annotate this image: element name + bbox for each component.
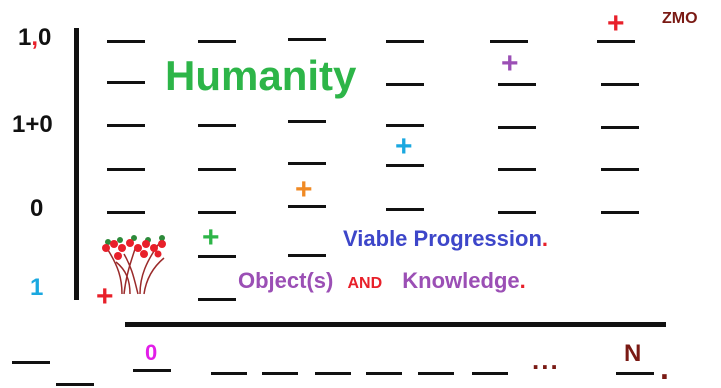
grid-dash bbox=[601, 83, 639, 86]
grid-dash bbox=[288, 254, 326, 257]
bottom-dash bbox=[315, 372, 351, 375]
knowledge-word: Knowledge bbox=[402, 268, 520, 293]
grid-dash bbox=[498, 83, 536, 86]
grid-dash bbox=[198, 40, 236, 43]
y-label-bottom-one: 1 bbox=[30, 274, 44, 301]
grid-dash bbox=[601, 126, 639, 129]
bottom-dash bbox=[56, 383, 94, 386]
grid-dash bbox=[386, 83, 424, 86]
viable-progression-words: Viable Progression bbox=[343, 226, 542, 251]
grid-dash bbox=[107, 81, 145, 84]
grid-dash bbox=[386, 40, 424, 43]
bottom-dash bbox=[262, 372, 298, 375]
y-label-top: 1,0 bbox=[18, 26, 51, 50]
bottom-dash bbox=[616, 372, 654, 375]
x-label-ellipsis: ... bbox=[532, 345, 560, 375]
x-label-n: N bbox=[624, 340, 642, 367]
horizontal-axis bbox=[125, 322, 666, 327]
humanity-title: Humanity bbox=[165, 52, 357, 99]
bottom-dash bbox=[418, 372, 454, 375]
grid-dash bbox=[107, 40, 145, 43]
bottom-dash bbox=[472, 372, 508, 375]
grid-dash bbox=[597, 40, 635, 43]
grid-dash bbox=[498, 168, 536, 171]
objects-word: Object(s) bbox=[238, 268, 334, 293]
plus-marker-cyan: + bbox=[395, 130, 413, 163]
grid-dash bbox=[386, 124, 424, 127]
vertical-axis bbox=[74, 28, 79, 300]
grid-dash bbox=[198, 298, 236, 301]
plus-marker-red-low: + bbox=[96, 280, 114, 313]
x-label-end-dot: . bbox=[660, 350, 669, 386]
bottom-dash bbox=[211, 372, 247, 375]
grid-dash bbox=[288, 162, 326, 165]
grid-dash bbox=[198, 255, 236, 258]
plus-marker-purple: + bbox=[501, 47, 519, 80]
grid-dash bbox=[498, 126, 536, 129]
bottom-dash bbox=[12, 361, 50, 364]
corner-mark-zmo: ZMO bbox=[662, 10, 698, 27]
y-label-top-one: 1 bbox=[18, 24, 32, 51]
tree-icon bbox=[102, 235, 166, 295]
and-word: AND bbox=[347, 275, 383, 292]
y-label-top-comma: , bbox=[31, 24, 39, 51]
grid-dash bbox=[288, 38, 326, 41]
viable-progression-text: Viable Progression. bbox=[343, 226, 548, 252]
grid-dash bbox=[107, 168, 145, 171]
viable-progression-dot: . bbox=[541, 226, 549, 251]
grid-dash bbox=[198, 124, 236, 127]
grid-dash bbox=[386, 164, 424, 167]
knowledge-dot: . bbox=[519, 268, 526, 293]
grid-dash bbox=[601, 168, 639, 171]
plus-marker-red-top: + bbox=[607, 7, 625, 40]
grid-dash bbox=[288, 205, 326, 208]
grid-dash bbox=[386, 208, 424, 211]
grid-dash bbox=[198, 168, 236, 171]
y-label-zero: 0 bbox=[30, 195, 44, 222]
plus-marker-green: + bbox=[202, 221, 220, 254]
grid-dash bbox=[498, 211, 536, 214]
grid-dash bbox=[490, 40, 528, 43]
grid-dash bbox=[107, 211, 145, 214]
object-and-knowledge-text: Object(s) AND Knowledge. bbox=[238, 268, 526, 294]
y-label-top-zero: 0 bbox=[38, 24, 52, 51]
y-label-one-plus-zero: 1+0 bbox=[12, 111, 53, 138]
x-label-zero: 0 bbox=[145, 340, 158, 365]
grid-dash bbox=[601, 211, 639, 214]
grid-dash bbox=[198, 211, 236, 214]
grid-dash bbox=[107, 124, 145, 127]
bottom-dash bbox=[133, 369, 171, 372]
grid-dash bbox=[288, 120, 326, 123]
plus-marker-orange: + bbox=[295, 173, 313, 206]
bottom-dash bbox=[366, 372, 402, 375]
